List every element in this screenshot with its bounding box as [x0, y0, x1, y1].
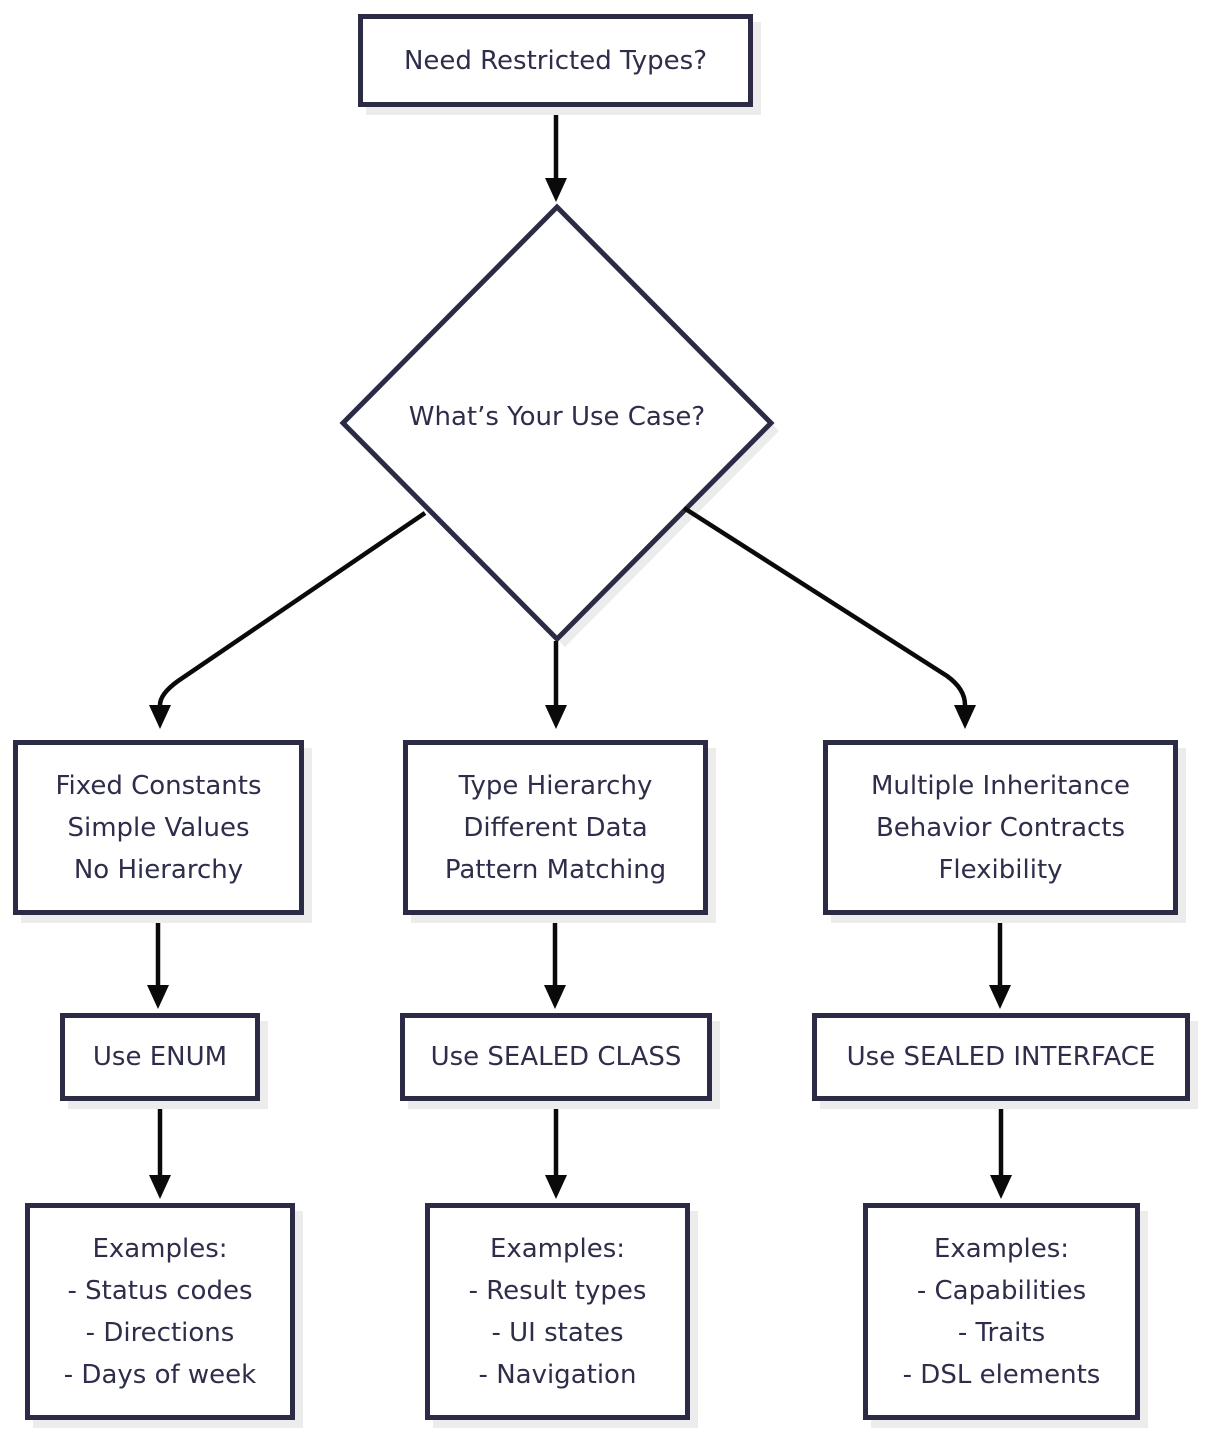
criteria-line: Multiple Inheritance — [871, 770, 1130, 801]
example-item: - Days of week — [63, 1359, 257, 1390]
arrowhead-sealed-class-criteria-to-action — [544, 985, 566, 1009]
arrowhead-enum-action-to-examples — [149, 1175, 171, 1199]
example-item: - Navigation — [478, 1359, 637, 1390]
arrowhead-enum-criteria-to-action — [147, 985, 169, 1009]
criteria-line: Type Hierarchy — [458, 770, 653, 801]
example-item: - Result types — [468, 1275, 647, 1306]
arrowhead-decision-to-sealed-class-criteria — [545, 705, 567, 729]
arrowhead-sealed-interface-criteria-to-action — [989, 985, 1011, 1009]
criteria-box-sealed-interface: Multiple Inheritance Behavior Contracts … — [823, 740, 1178, 915]
action-label: Use ENUM — [92, 1042, 228, 1072]
example-item: - Directions — [85, 1317, 235, 1348]
arrow-decision-to-enum-criteria — [157, 511, 427, 706]
criteria-line: Behavior Contracts — [875, 812, 1126, 843]
example-item: - Traits — [957, 1317, 1046, 1348]
example-item: - UI states — [491, 1317, 624, 1348]
criteria-line: Different Data — [463, 812, 648, 843]
action-box-sealed-class: Use SEALED CLASS — [400, 1013, 712, 1101]
arrow-decision-to-sealed-interface-criteria — [682, 506, 968, 706]
examples-title: Examples: — [92, 1233, 228, 1264]
arrowhead-decision-to-sealed-interface-criteria — [954, 705, 976, 729]
criteria-line: No Hierarchy — [73, 854, 244, 885]
arrowhead-sealed-class-action-to-examples — [545, 1175, 567, 1199]
action-label: Use SEALED INTERFACE — [846, 1042, 1156, 1072]
criteria-line: Fixed Constants — [55, 770, 262, 801]
examples-box-enum: Examples: - Status codes - Directions - … — [25, 1203, 295, 1420]
start-node: Need Restricted Types? — [358, 14, 753, 107]
decision-node-label: What’s Your Use Case? — [408, 402, 706, 432]
criteria-line: Pattern Matching — [444, 854, 667, 885]
arrowhead-start-to-decision — [545, 178, 567, 202]
examples-box-sealed-interface: Examples: - Capabilities - Traits - DSL … — [863, 1203, 1140, 1420]
criteria-line: Simple Values — [67, 812, 250, 843]
arrowhead-decision-to-enum-criteria — [149, 705, 171, 729]
example-item: - DSL elements — [902, 1359, 1101, 1390]
start-node-label: Need Restricted Types? — [403, 45, 708, 76]
examples-title: Examples: — [489, 1233, 626, 1264]
decision-diamond-shape — [339, 203, 775, 643]
action-box-enum: Use ENUM — [60, 1013, 260, 1101]
criteria-box-sealed-class: Type Hierarchy Different Data Pattern Ma… — [403, 740, 708, 915]
arrowhead-sealed-interface-action-to-examples — [990, 1175, 1012, 1199]
examples-title: Examples: — [933, 1233, 1070, 1264]
action-label: Use SEALED CLASS — [430, 1042, 682, 1072]
criteria-box-enum: Fixed Constants Simple Values No Hierarc… — [13, 740, 304, 915]
examples-box-sealed-class: Examples: - Result types - UI states - N… — [425, 1203, 690, 1420]
example-item: - Capabilities — [916, 1275, 1087, 1306]
action-box-sealed-interface: Use SEALED INTERFACE — [812, 1013, 1190, 1101]
example-item: - Status codes — [67, 1275, 253, 1306]
criteria-line: Flexibility — [938, 854, 1063, 885]
